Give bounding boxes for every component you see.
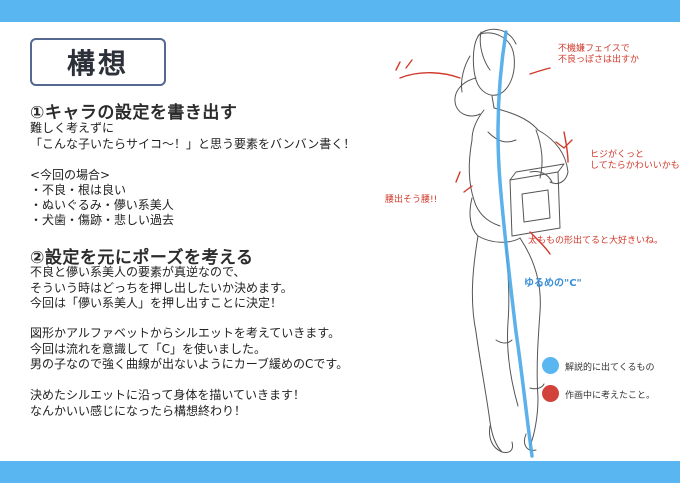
section1-item-1: ・不良・根は良い (30, 183, 127, 197)
section2-heading: ②設定を元にポーズを考える (30, 248, 254, 268)
section1-item-2: ・ぬいぐるみ・儚い系美人 (30, 198, 174, 212)
page-title: 構想 (30, 38, 166, 86)
top-band (0, 0, 680, 22)
section1-case-title: <今回の場合> (30, 168, 111, 182)
section2-para-3: 決めたシルエットに沿って身体を描いていきます！ なんかいい感じになったら構想終わ… (30, 388, 306, 418)
annotation-elbow: ヒジがくっと してたらかわいいかも (590, 150, 680, 171)
annotation-thigh: 太ももの形出てると大好きいね。 (528, 236, 664, 246)
annotation-curve: ゆるめの"C" (524, 278, 582, 289)
annotation-hip: 腰出そう腰!! (385, 195, 438, 205)
legend-red-label: 作画中に考えたこと。 (565, 391, 656, 401)
legend-red-dot (542, 385, 559, 402)
legend-blue-label: 解説的に出てくるもの (565, 363, 655, 373)
section2-para-1: 不良と儚い系美人の要素が真逆なので、 そういう時はどっちを押し出したいか決めます… (30, 265, 293, 310)
bottom-band (0, 461, 680, 483)
figure-sketch (395, 28, 573, 458)
section2-para-2: 図形かアルファベットからシルエットを考えていきます。 今回は流れを意識して「C」… (30, 326, 349, 371)
section1-heading: ①キャラの設定を書き出す (30, 103, 238, 123)
section1-item-3: ・犬歯・傷跡・悲しい過去 (30, 213, 175, 227)
legend-blue-dot (542, 357, 559, 374)
annotation-face: 不機嫌フェイスで 不良っぽさは出すか (558, 44, 640, 65)
section1-body: 難しく考えずに 「こんな子いたらサイコ〜！」と思う要素をバンバン書く！ (30, 121, 356, 151)
